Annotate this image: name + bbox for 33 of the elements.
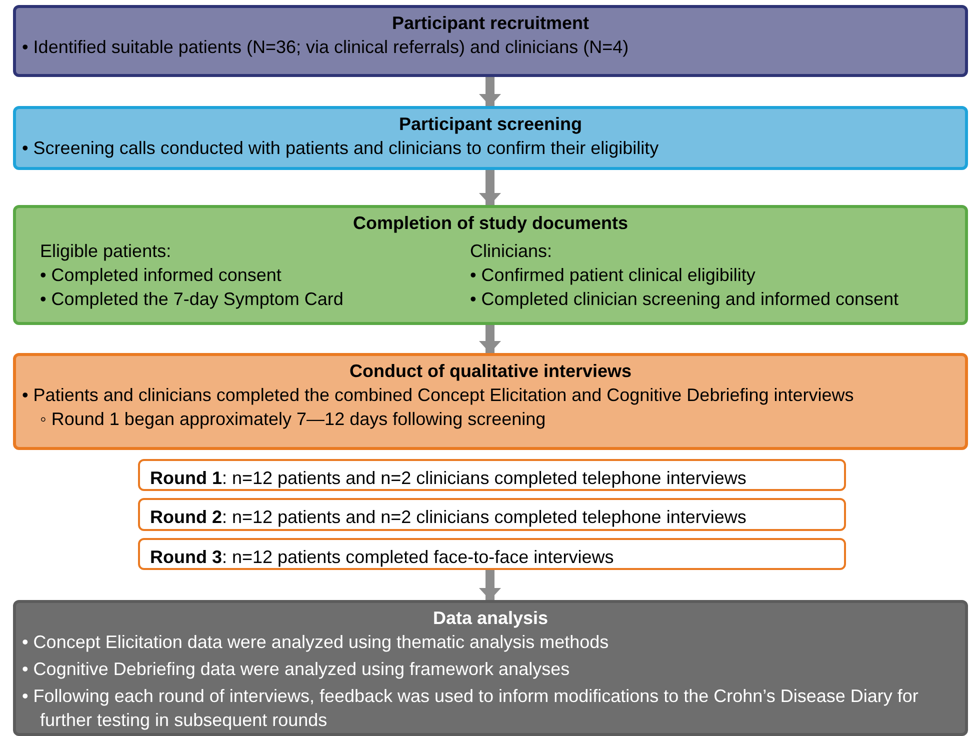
section-heading: Data analysis bbox=[432, 607, 550, 630]
round-summary-text: Round 1: n=12 patients and n=2 clinicians completed telephone interviews bbox=[149, 467, 748, 490]
round-box bbox=[138, 459, 846, 491]
arrow bbox=[479, 570, 501, 600]
section-heading: Conduct of qualitative interviews bbox=[348, 360, 633, 383]
round-box bbox=[138, 538, 846, 570]
bullet-text: • Completed the 7-day Symptom Card bbox=[40, 288, 344, 311]
section-heading: Participant screening bbox=[398, 113, 584, 136]
bullet-text: • Identified suitable patients (N=36; via clinical referrals) and clinicians (N=4) bbox=[22, 36, 630, 59]
stage-box bbox=[13, 205, 968, 325]
stage-box bbox=[13, 600, 968, 736]
bullet-text: • Following each round of interviews, feedback was used to inform modifications to the Crohn’s Disease Diary for further testing in subsequent rounds bbox=[22, 685, 920, 732]
column-heading: Clinicians: bbox=[470, 240, 554, 263]
bullet-text: • Confirmed patient clinical eligibility bbox=[470, 264, 756, 287]
stage-box bbox=[13, 353, 968, 450]
bullet-text: • Screening calls conducted with patients and clinicians to confirm their eligibility bbox=[22, 137, 660, 160]
bullet-text: • Concept Elicitation data were analyzed using thematic analysis methods bbox=[22, 631, 610, 654]
bullet-text: • Cognitive Debriefing data were analyzed using framework analyses bbox=[22, 658, 571, 681]
bullet-text: • Patients and clinicians completed the combined Concept Elicitation and Cognitive Debriefing interviews bbox=[22, 384, 855, 407]
stage-box bbox=[13, 5, 968, 77]
round-summary-text: Round 2: n=12 patients and n=2 clinicians completed telephone interviews bbox=[149, 506, 748, 529]
round-box bbox=[138, 498, 846, 531]
arrow bbox=[479, 170, 501, 205]
bullet-text: • Completed informed consent bbox=[40, 264, 282, 287]
round-summary-text: Round 3: n=12 patients completed face-to-face interviews bbox=[149, 546, 615, 569]
stage-box bbox=[13, 106, 968, 170]
bullet-text: • Completed clinician screening and informed consent bbox=[470, 288, 900, 311]
section-heading: Completion of study documents bbox=[352, 212, 629, 235]
column-heading: Eligible patients: bbox=[40, 240, 172, 263]
arrow bbox=[479, 325, 501, 353]
sub-bullet-text: ◦ Round 1 began approximately 7—12 days following screening bbox=[40, 408, 547, 431]
arrow bbox=[479, 77, 501, 106]
section-heading: Participant recruitment bbox=[390, 12, 590, 35]
